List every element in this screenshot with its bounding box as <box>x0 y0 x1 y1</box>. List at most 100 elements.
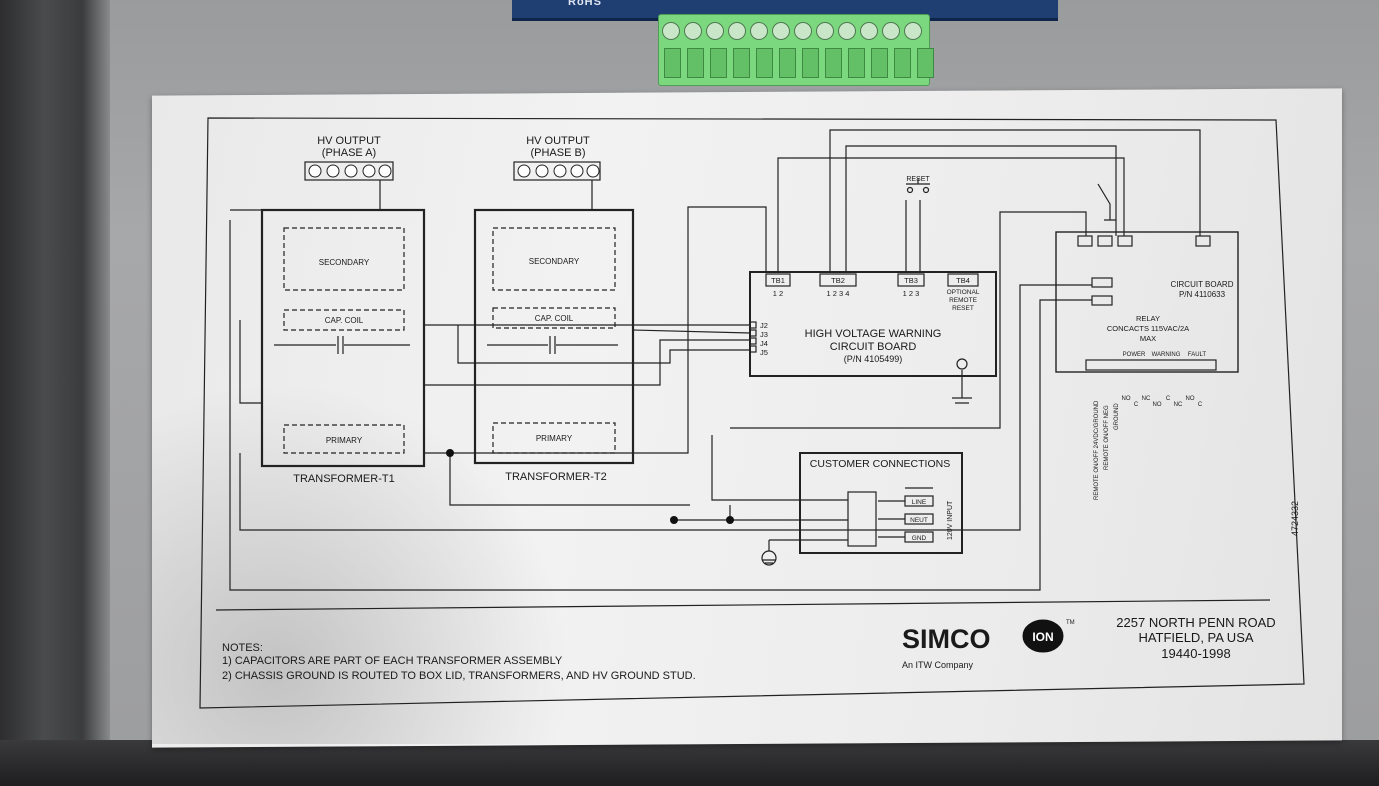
terminal-slot <box>664 48 681 78</box>
terminal-screw-icon <box>570 164 584 178</box>
gnd-label: GND <box>912 535 927 542</box>
tb4-box <box>947 273 979 287</box>
wire-j5 <box>457 325 750 364</box>
relay-terminal-strip <box>1085 359 1217 371</box>
terminal-slot <box>756 48 773 78</box>
terminal-screw-icon <box>378 164 392 178</box>
wire-neut <box>674 505 848 521</box>
ion-logo-text: ION <box>1032 630 1053 644</box>
terminal-slot <box>848 48 865 78</box>
wire-relay <box>730 211 1087 429</box>
wire-tb3 <box>905 200 921 272</box>
wire-loop-outer <box>229 209 1092 591</box>
screw-icon <box>794 22 812 40</box>
t1-cap-coil-label: CAP. COIL <box>325 316 364 325</box>
terminal-screw-icon <box>308 164 322 178</box>
t2-cap-coil-box <box>492 307 616 329</box>
screw-icon <box>882 22 900 40</box>
hv-output-wires <box>379 180 593 210</box>
tb3-box <box>897 273 925 287</box>
terminal-screw-icon <box>362 164 376 178</box>
tb4-label: TB4 <box>956 276 970 285</box>
notes-line1: 1) CAPACITORS ARE PART OF EACH TRANSFORM… <box>222 655 563 667</box>
tb2-box <box>819 273 857 287</box>
optional-label-3: RESET <box>952 305 974 312</box>
screw-icon <box>662 22 680 40</box>
relay-group-power: POWER <box>1123 352 1146 358</box>
hv-output-a-line1: HV OUTPUT <box>317 135 381 147</box>
reset-label: RESET <box>906 176 930 183</box>
chassis-ground-icon <box>952 370 972 404</box>
wire-junction <box>726 516 734 524</box>
simco-logo-text: SIMCO <box>902 624 991 654</box>
cb-connector-5 <box>1091 277 1113 288</box>
t2-secondary-box <box>492 227 616 291</box>
relay-pin-label: NO <box>1186 396 1195 402</box>
cb-connector-1 <box>1077 235 1093 247</box>
remote-label-2: REMOTE ON/OFF NEG <box>1104 405 1110 470</box>
terminal-slot <box>894 48 911 78</box>
screw-icon <box>706 22 724 40</box>
diagram-border <box>199 117 1305 709</box>
terminal-slot <box>733 48 750 78</box>
wire-neutral <box>239 284 1092 531</box>
address-line2: HATFIELD, PA USA <box>1138 630 1253 645</box>
terminal-slot <box>917 48 934 78</box>
ground-stud-icon <box>956 358 968 370</box>
tb2-label: TB2 <box>831 276 845 285</box>
cb-connector-4 <box>1195 235 1211 247</box>
screw-icon <box>684 22 702 40</box>
optional-label-2: REMOTE <box>949 297 977 304</box>
terminal-screw-icon <box>586 164 600 178</box>
transformer-t2-label: TRANSFORMER-T2 <box>505 471 606 483</box>
hv-output-b-line2: (PHASE B) <box>530 147 585 159</box>
relay-pin-label: C <box>1166 396 1171 402</box>
relay-pin-label: NO <box>1122 396 1131 402</box>
pcb-rohs-text: RoHS <box>568 0 602 8</box>
wire-primary-2 <box>449 453 690 506</box>
tb1-pins: 1 2 <box>773 289 783 298</box>
terminal-slot <box>710 48 727 78</box>
relay-pin-label: NO <box>1153 402 1162 408</box>
relay-pin-label: C <box>1198 402 1203 408</box>
j5-pin <box>749 345 757 353</box>
transformer-t1-box <box>260 208 426 468</box>
wire-j3 <box>632 329 751 334</box>
hv-board-title-2: CIRCUIT BOARD <box>830 341 917 353</box>
reset-contact-icon <box>922 186 930 194</box>
relay-group-warning: WARNING <box>1152 352 1181 358</box>
wire-junction <box>446 449 454 457</box>
logo-tagline: An ITW Company <box>902 660 974 670</box>
t1-secondary-label: SECONDARY <box>319 258 370 267</box>
earth-ground-symbol <box>762 559 776 564</box>
transformer-t1-label: TRANSFORMER-T1 <box>293 473 394 485</box>
tb3-pins: 1 2 3 <box>903 289 920 298</box>
relay-line3: MAX <box>1140 334 1156 343</box>
enclosure-frame-bottom <box>0 740 1379 786</box>
wire-line <box>711 435 848 501</box>
relay-group-fault: FAULT <box>1188 352 1207 358</box>
wire-t1-left <box>239 320 262 404</box>
cb-connector-6 <box>1091 295 1113 306</box>
line-label: LINE <box>912 499 927 506</box>
120v-input-label: 120V INPUT <box>947 500 954 540</box>
screw-icon <box>750 22 768 40</box>
neut-label: NEUT <box>910 517 928 524</box>
trademark-text: TM <box>1066 620 1075 626</box>
transformer-t2-box <box>473 208 635 465</box>
relay-pin-label: NC <box>1174 402 1183 408</box>
tb3-label: TB3 <box>904 276 918 285</box>
diagram-bottom-rule <box>215 599 1271 611</box>
ion-logo-oval <box>1022 619 1064 653</box>
wire-tb2-a <box>829 129 1201 272</box>
wire-tb1 <box>777 157 1125 272</box>
hv-board-pn: (P/N 4105499) <box>844 354 903 364</box>
relay-pin-label: NC <box>1142 396 1151 402</box>
tb1-label: TB1 <box>771 276 785 285</box>
terminal-screw-icon <box>553 164 567 178</box>
screw-icon <box>838 22 856 40</box>
terminal-screw-icon <box>535 164 549 178</box>
remote-label-3: GROUND <box>1114 403 1120 430</box>
optional-label-1: OPTIONAL <box>947 289 980 296</box>
